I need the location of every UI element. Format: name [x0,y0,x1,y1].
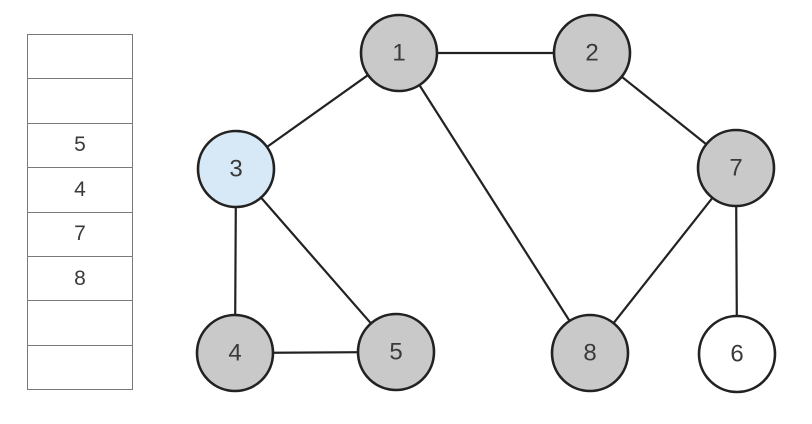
node-8-label: 8 [583,340,596,367]
node-2-circle [552,13,632,93]
node-1-circle [359,13,439,93]
node-6-label: 6 [730,341,743,368]
table-cell: 7 [28,213,132,257]
visited-values-table: 5 4 7 8 [27,34,133,390]
graph-node-2: 2 [552,13,632,93]
node-2-label: 2 [585,40,598,67]
table-cell: 4 [28,168,132,213]
node-7-label: 7 [729,155,742,182]
node-5-circle [356,312,436,392]
table-cell [28,79,132,124]
node-5-label: 5 [389,339,402,366]
edge-3-5 [234,167,398,354]
node-8-circle [550,313,630,393]
table-cell [28,35,132,80]
node-3-label: 3 [229,156,242,183]
graph-node-5: 5 [356,312,436,392]
table-cell [28,301,132,346]
table-cell: 8 [28,257,132,302]
node-6-circle [697,314,777,394]
graph-node-1: 1 [359,13,439,93]
node-4-label: 4 [228,340,241,367]
node-1-label: 1 [392,40,405,67]
node-3-circle [196,129,276,209]
graph-node-8: 8 [550,313,630,393]
node-7-circle [696,128,776,208]
graph-node-4: 4 [195,313,275,393]
table-cell: 5 [28,124,132,169]
graph-node-3: 3 [196,129,276,209]
node-4-circle [195,313,275,393]
graph-node-7: 7 [696,128,776,208]
graph-node-6: 6 [697,314,777,394]
edge-1-8 [397,51,592,355]
